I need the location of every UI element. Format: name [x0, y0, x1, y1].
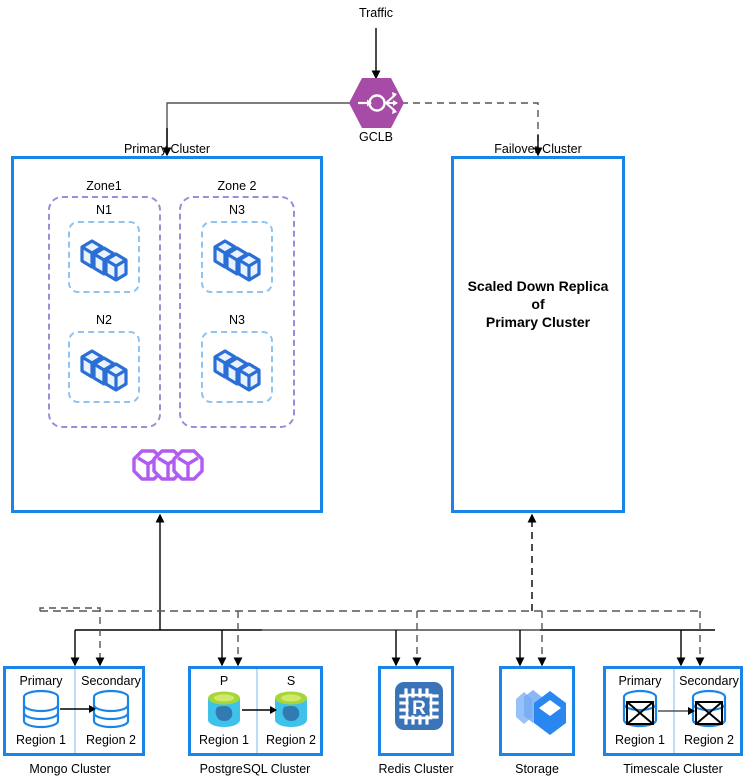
caption-redis-cluster: Redis Cluster — [378, 762, 454, 776]
postgres-primary-region: Region 1 — [198, 733, 250, 747]
postgres-secondary-region: Region 2 — [265, 733, 317, 747]
postgres-column-divider — [256, 669, 258, 753]
gclb-label: GCLB — [358, 130, 394, 144]
mongo-primary-region: Region 1 — [15, 733, 67, 747]
failover-body-line2: of — [531, 296, 545, 312]
mongo-primary-role: Primary — [19, 674, 63, 688]
failover-body-line3: Primary Cluster — [485, 314, 591, 330]
primary-cluster-pods[interactable] — [128, 445, 204, 490]
redis-chip-icon: R — [395, 682, 443, 730]
node-box-n1[interactable] — [68, 221, 140, 293]
caption-storage: Storage — [515, 762, 559, 776]
postgresql-elephant-icon — [208, 691, 307, 727]
svg-text:R: R — [412, 698, 426, 719]
cloud-storage-icon — [516, 690, 566, 735]
postgres-secondary-role: S — [286, 674, 296, 688]
mongo-secondary-region: Region 2 — [85, 733, 137, 747]
datastore-timescale-cluster[interactable]: Primary Secondary Region 1 Region 2 — [603, 666, 743, 756]
wire-dashed-to-mongo — [39, 607, 105, 667]
node-cubes-icon — [213, 349, 261, 392]
node-label-n3-b: N3 — [229, 313, 245, 327]
primary-cluster-label: Primary Cluster — [123, 142, 211, 156]
failover-cluster-label: Failover Cluster — [494, 142, 582, 156]
timescale-secondary-region: Region 2 — [683, 733, 735, 747]
node-box-n3-b[interactable] — [201, 331, 273, 403]
zone1-label: Zone1 — [86, 179, 122, 193]
node-box-n2[interactable] — [68, 331, 140, 403]
datastore-redis-cluster[interactable]: R — [378, 666, 454, 756]
caption-postgresql-cluster: PostgreSQL Cluster — [199, 762, 311, 776]
zone-box-zone2 — [179, 196, 295, 428]
node-cubes-icon — [213, 239, 261, 282]
zone2-label: Zone 2 — [217, 179, 257, 193]
datastore-storage[interactable] — [499, 666, 575, 756]
caption-mongo-cluster: Mongo Cluster — [29, 762, 111, 776]
node-cubes-icon — [80, 349, 128, 392]
load-balancer-icon — [349, 78, 404, 128]
traffic-label: Traffic — [358, 6, 394, 20]
datastore-postgresql-cluster[interactable]: P S Region 1 Region 2 — [188, 666, 323, 756]
datastore-mongo-cluster[interactable]: Primary Secondary Region 1 Region 2 — [3, 666, 145, 756]
gclb-node[interactable] — [348, 77, 405, 134]
postgres-primary-role: P — [219, 674, 229, 688]
purple-cubes-icon — [132, 449, 204, 481]
node-label-n1: N1 — [96, 203, 112, 217]
timescale-cylinder-icon — [622, 689, 727, 728]
failover-cluster-box[interactable]: Scaled Down Replica of Primary Cluster — [451, 156, 625, 513]
node-label-n2: N2 — [96, 313, 112, 327]
timescale-secondary-role: Secondary — [679, 674, 739, 688]
node-label-n3-a: N3 — [229, 203, 245, 217]
node-cubes-icon — [80, 239, 128, 282]
mongo-column-divider — [74, 669, 76, 753]
failover-body-line1: Scaled Down Replica — [467, 278, 609, 294]
zone-box-zone1 — [48, 196, 161, 428]
timescale-primary-role: Primary — [618, 674, 662, 688]
timescale-primary-region: Region 1 — [614, 733, 666, 747]
node-box-n3-a[interactable] — [201, 221, 273, 293]
mongo-secondary-role: Secondary — [81, 674, 141, 688]
mongodb-cylinder-icon — [22, 689, 130, 729]
caption-timescale-cluster: Timescale Cluster — [623, 762, 723, 776]
